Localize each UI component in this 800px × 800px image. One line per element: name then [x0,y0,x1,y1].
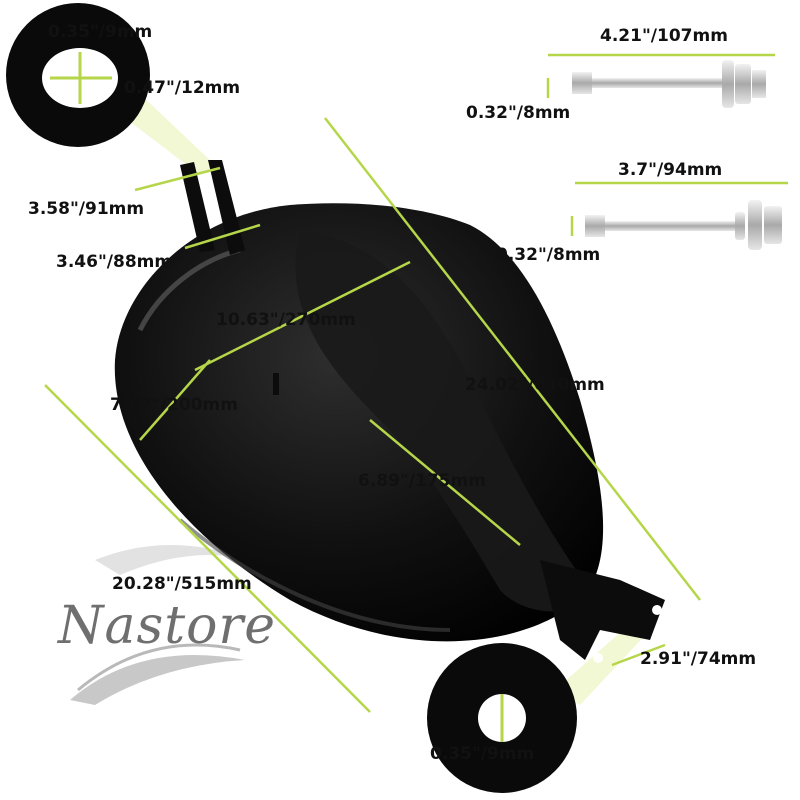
mount-hole-zoom-bottom [427,643,577,793]
label-top-bracket-inner: 3.46"/88mm [56,252,173,272]
dimension-arrow [369,419,521,546]
mount-hole-zoom-top [6,3,150,147]
dimension-arrow [194,260,411,372]
label-mount-hole-bottom: 0.35"/9mm [430,744,535,764]
bolt-long [572,60,766,108]
dimension-arrow [184,223,261,250]
dimension-arrow [324,117,701,601]
dimension-arrow [139,359,211,441]
label-tunnel-length: 10.63"/270mm [216,310,356,330]
label-mount-hole-top-height: 0.35"/9mm [48,22,153,42]
bolt-short [585,200,782,250]
label-bolt-long-diameter: 0.32"/8mm [466,103,571,123]
label-bolt-long-length: 4.21"/107mm [600,26,728,46]
label-rear-bracket: 2.91"/74mm [640,649,757,669]
label-mount-hole-top-width: 0.47"/12mm [124,78,241,98]
label-top-bracket-outer: 3.58"/91mm [28,199,145,219]
label-bolt-short-diameter: 0.32"/8mm [496,245,601,265]
label-rear-spine: 6.89"/175mm [358,471,486,491]
dimension-arrow [611,643,666,667]
brand-logo: Nastore [58,596,277,656]
label-overall-length: 24.02"/610mm [465,375,605,395]
label-front-width: 7.87"/200mm [110,395,238,415]
dimension-arrow [134,166,221,192]
dimension-lines [44,53,788,713]
dimension-arrow [44,384,371,713]
label-bolt-short-length: 3.7"/94mm [618,160,723,180]
label-side-length: 20.28"/515mm [112,574,252,594]
fuel-tank [114,160,665,663]
